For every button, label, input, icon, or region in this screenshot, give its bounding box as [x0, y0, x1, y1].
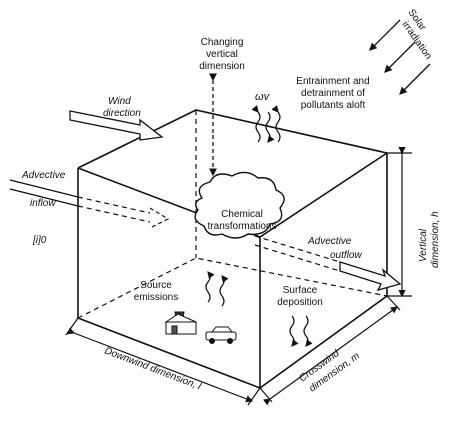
crosswind-dimension-marker — [259, 295, 401, 406]
label-wind-2: direction — [103, 108, 141, 119]
label-vertical-1: Vertical — [418, 228, 429, 262]
label-chemical-2: transformations — [208, 221, 277, 232]
vertical-dimension-marker — [387, 147, 412, 298]
label-changing-3: dimension — [199, 61, 245, 72]
label-surface-1: Surface — [283, 285, 318, 296]
label-omega: ωv — [255, 91, 271, 103]
downwind-dimension-marker — [65, 317, 261, 406]
box-hidden-bottom — [77, 257, 388, 319]
advective-outflow-arrow — [254, 235, 402, 292]
label-entrainment-1: Entrainment and — [296, 76, 369, 87]
label-downwind: Downwind dimension, l — [103, 346, 203, 393]
wind-direction-arrow — [69, 110, 164, 141]
entrainment-wavy-arrows — [251, 105, 281, 143]
label-outflow-1: Advective — [307, 236, 352, 247]
label-entrainment-3: pollutants aloft — [301, 100, 366, 111]
solar-arrows — [369, 19, 431, 95]
car-icon — [205, 326, 237, 344]
label-changing-1: Changing — [201, 37, 244, 48]
label-outflow-2: outflow — [330, 250, 362, 261]
label-inflow-1: Advective — [21, 170, 66, 181]
chemical-cloud — [194, 171, 285, 239]
label-source-1: Source — [140, 280, 172, 291]
label-inflow-2: inflow — [30, 198, 56, 209]
label-entrainment-2: detrainment of — [301, 88, 365, 99]
label-source-2: emissions — [134, 292, 178, 303]
label-vertical-2: dimension, h — [430, 211, 441, 268]
label-changing-2: vertical — [206, 49, 238, 60]
label-surface-2: deposition — [277, 297, 323, 308]
label-chemical-1: Chemical — [221, 209, 263, 220]
factory-icon — [164, 311, 197, 335]
advective-inflow-arrow — [9, 179, 170, 229]
box-outline — [77, 109, 388, 389]
source-wavy-arrows — [205, 271, 229, 307]
label-initial-concentration: [i]0 — [32, 235, 47, 246]
deposition-wavy-arrows — [289, 315, 313, 347]
label-wind-1: Wind — [108, 96, 131, 107]
